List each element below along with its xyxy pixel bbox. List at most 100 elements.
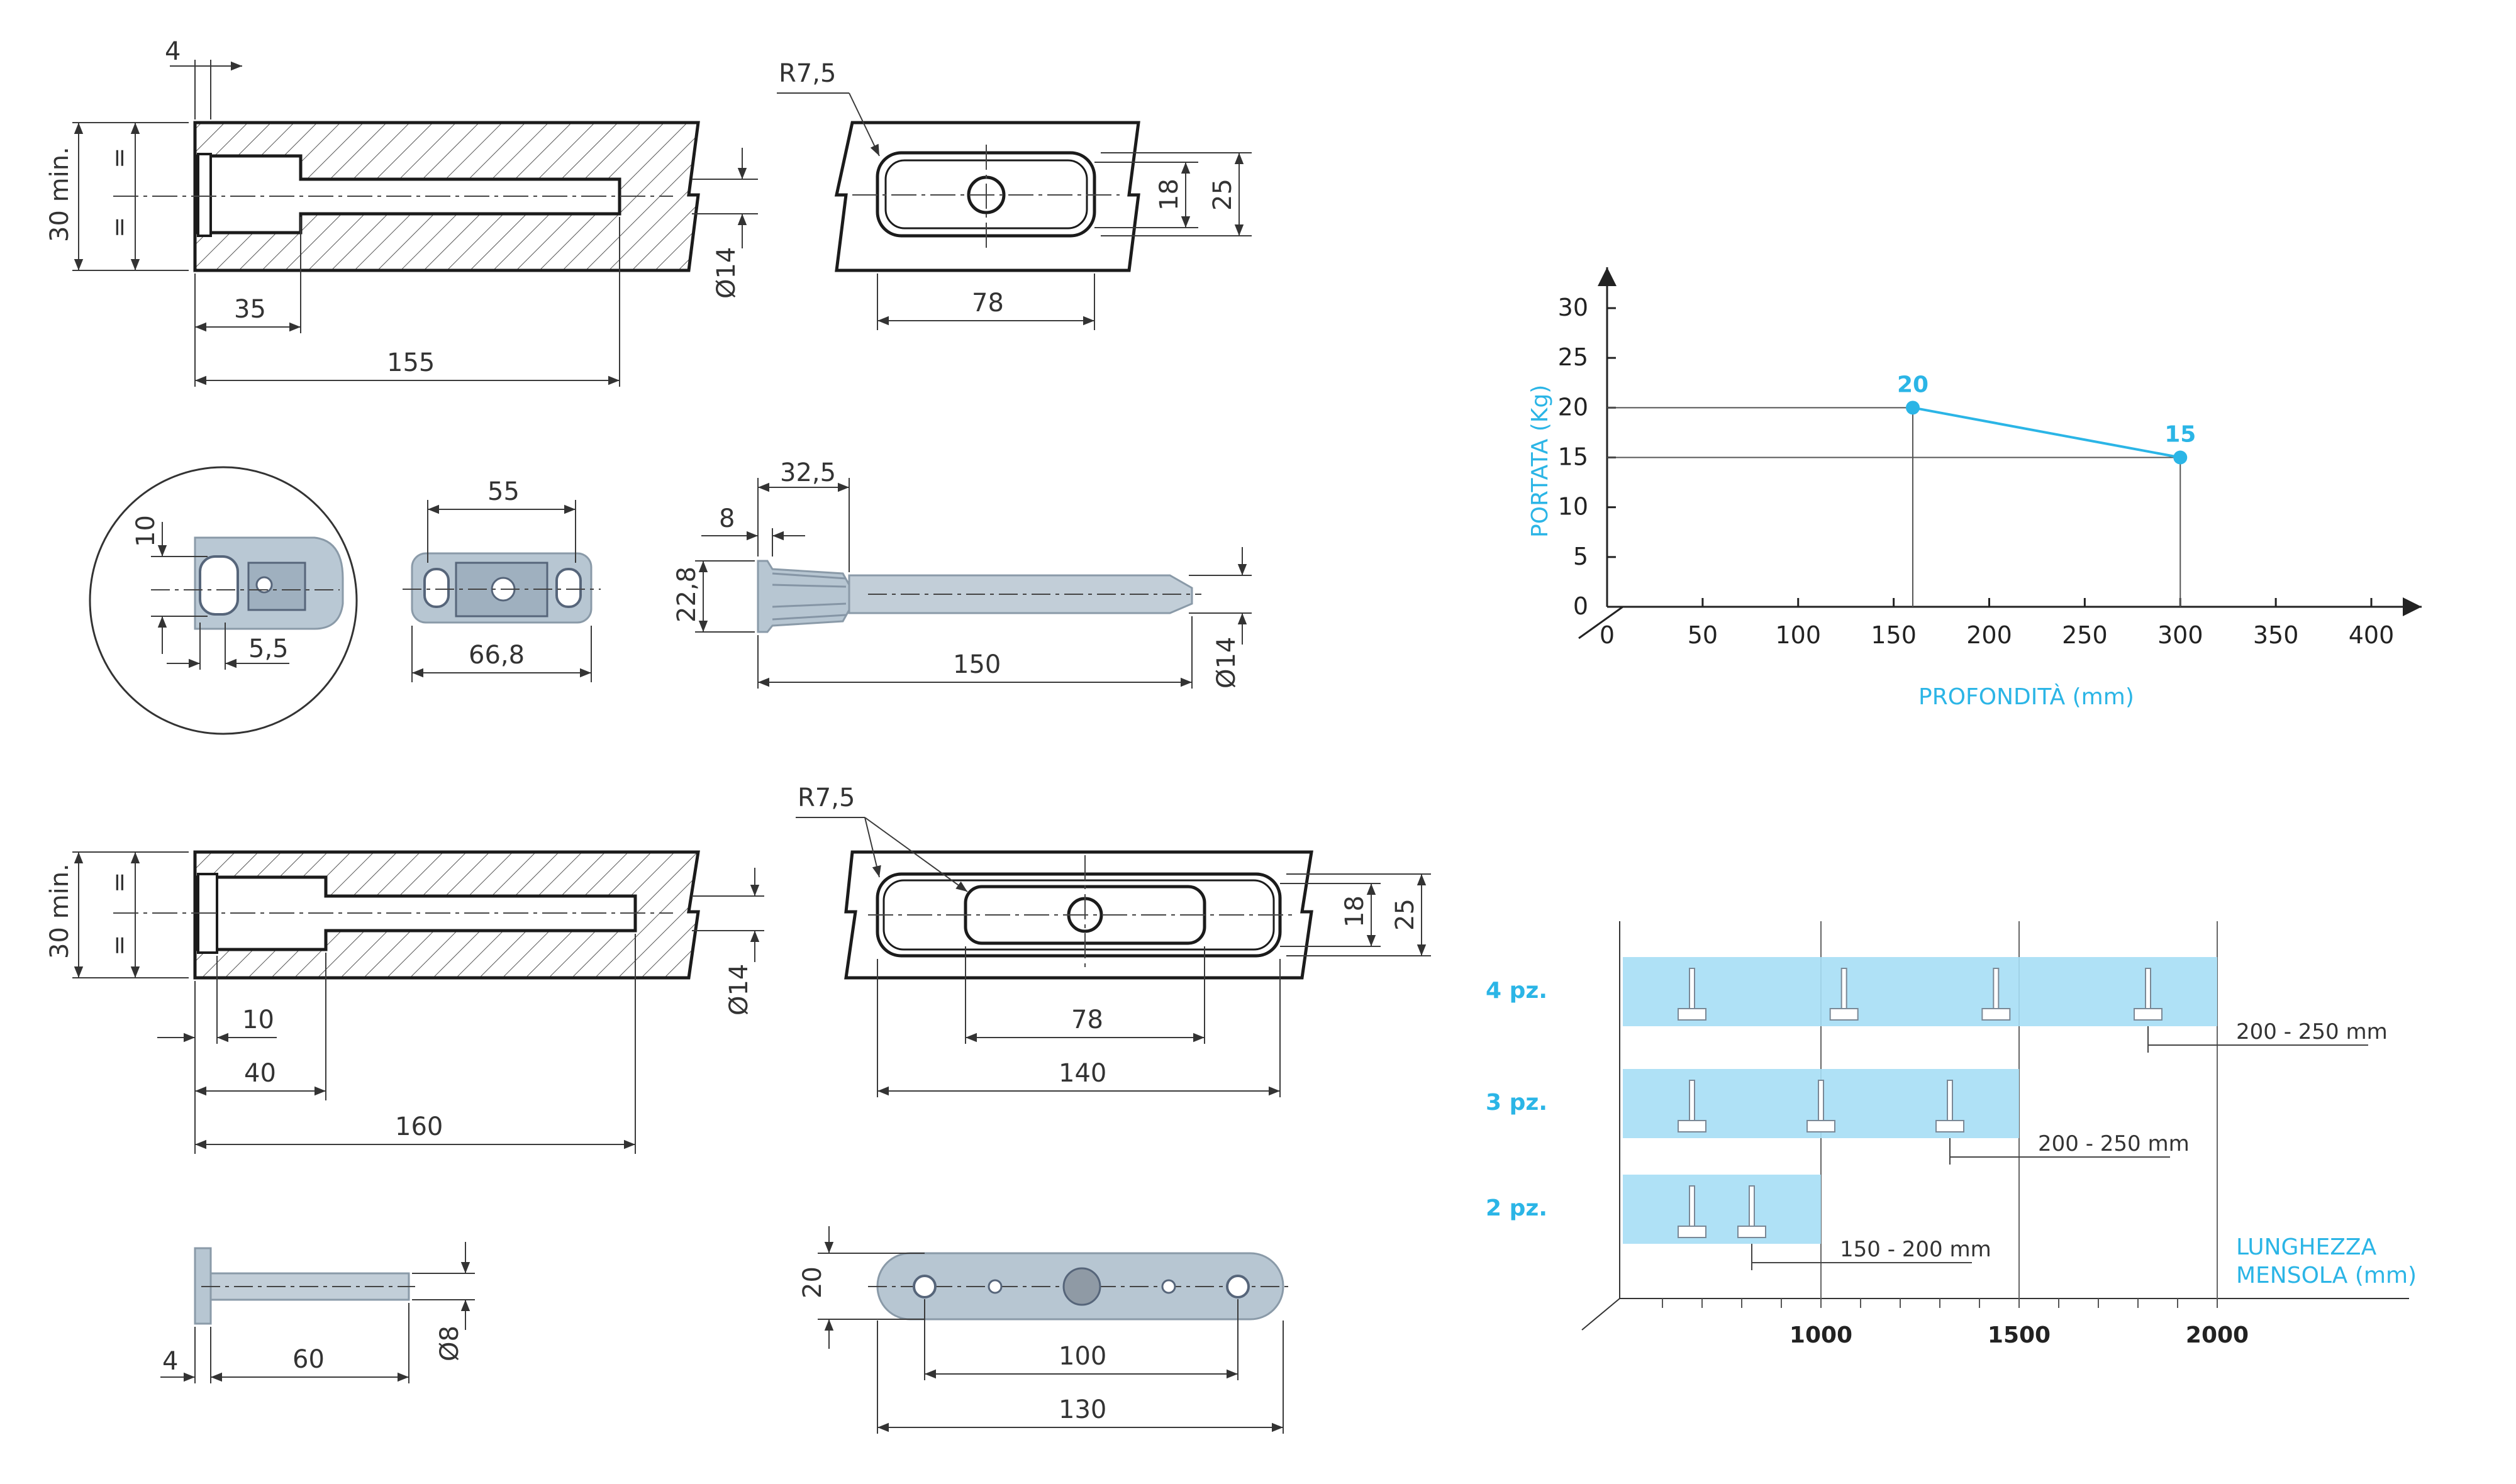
shelf-bracket-base [1678, 1008, 1706, 1021]
x-tick-label: 250 [2062, 621, 2108, 649]
dim-gap-4-b: 4 [162, 1347, 178, 1376]
dim-length-60: 60 [292, 1345, 325, 1374]
y-tick-label: 10 [1558, 493, 1588, 521]
category-label: 2 pz. [1486, 1195, 1547, 1221]
y-tick-label: 30 [1558, 294, 1588, 321]
drawing-plate: 20 100 130 [798, 1226, 1293, 1434]
dim-w-5-5: 5,5 [248, 634, 289, 663]
x-tick-label: 2000 [2186, 1322, 2249, 1348]
load-depth-chart: 0 50 100 150 200 250 300 350 400 0 5 10 15 20 25 30 20… [1527, 267, 2422, 710]
x-tick-label: 100 [1775, 621, 1821, 649]
dim-equal-top: = [105, 147, 134, 169]
x-tick-label: 50 [1688, 621, 1718, 649]
drawing-bracket-top: 55 66,8 [403, 477, 601, 682]
spacing-label: 200 - 250 mm [2038, 1131, 2190, 1156]
x-tick-label: 200 [1966, 621, 2012, 649]
dim-outer-130: 130 [1059, 1395, 1106, 1424]
drawing-slot-78: R7,5 78 18 25 [777, 59, 1252, 330]
dim-equal-top-b: = [105, 872, 134, 893]
dim-diameter-14-dowel: Ø14 [1212, 637, 1241, 689]
dim-a-32-5: 32,5 [780, 458, 836, 487]
shelf-bracket-base [1678, 1120, 1706, 1132]
shelf-bracket-base [1806, 1120, 1835, 1132]
dim-radius-7-5-b: R7,5 [798, 784, 855, 812]
shelf-bracket-pin [2145, 968, 2151, 1009]
shelf-bracket-pin [1947, 1080, 1953, 1121]
series-line [1912, 406, 2181, 459]
drawing-pin: 4 60 Ø8 [160, 1242, 475, 1383]
shelf-bracket-base [1981, 1008, 2011, 1021]
y-tick-label: 0 [1573, 592, 1588, 620]
dim-diameter-8: Ø8 [435, 1326, 464, 1361]
dim-b-8: 8 [719, 504, 735, 533]
x-tick-label: 150 [1871, 621, 1917, 649]
drawing-slot-140: R7,5 78 140 18 25 [796, 784, 1431, 1097]
drawing-section-160: 30 min. = = 10 40 160 Ø14 [45, 850, 764, 1154]
dim-inner-78: 78 [1071, 1005, 1103, 1034]
shelf-bracket-base [1678, 1226, 1706, 1238]
x-axis-title-1: LUNGHEZZA [2236, 1234, 2377, 1260]
dim-height-18-b: 18 [1340, 895, 1369, 928]
dim-length-155: 155 [387, 348, 435, 377]
dim-h-22-8: 22,8 [672, 567, 701, 623]
dim-top-55: 55 [487, 477, 520, 506]
category-label: 4 pz. [1486, 978, 1547, 1004]
data-label: 15 [2164, 422, 2196, 448]
dim-mid-40: 40 [244, 1059, 276, 1088]
dim-radius-7-5: R7,5 [779, 59, 836, 88]
dim-head-10: 10 [242, 1005, 274, 1034]
x-tick-label: 300 [2157, 621, 2203, 649]
dim-height-25-b: 25 [1391, 899, 1420, 931]
shelf-length-chart: 200 - 250 mm 200 - 250 mm 150 - 200 mm 4 p… [1486, 921, 2417, 1348]
data-label: 20 [1897, 372, 1929, 397]
dim-outer-140: 140 [1059, 1059, 1106, 1088]
dim-diameter-14: Ø14 [712, 247, 741, 299]
dim-height-25: 25 [1208, 179, 1237, 211]
shelf-bracket-pin [1689, 1080, 1695, 1121]
dim-width-78: 78 [972, 289, 1004, 318]
length-bar [1623, 957, 2217, 1026]
x-axis [1578, 606, 1623, 640]
shelf-bracket-base [1737, 1226, 1766, 1238]
shelf-bracket-pin [1840, 968, 1847, 1009]
length-bar [1623, 1175, 1821, 1244]
y-tick-label: 5 [1573, 543, 1588, 570]
dim-gap-4: 4 [165, 37, 181, 66]
shelf-bracket-pin [1749, 1185, 1755, 1227]
dim-length-150: 150 [953, 650, 1001, 679]
spacing-label: 200 - 250 mm [2236, 1019, 2388, 1044]
dim-length-160: 160 [395, 1112, 443, 1141]
dim-height-30-min-b: 30 min. [45, 863, 74, 959]
dim-equal-bottom: = [105, 216, 134, 238]
y-tick-label: 20 [1558, 393, 1588, 421]
y-tick-label: 15 [1558, 443, 1588, 471]
drawing-section-155: 4 30 min. = = 35 155 Ø14 [45, 37, 758, 387]
shelf-bracket-base [1829, 1008, 1859, 1021]
dim-equal-bottom-b: = [105, 934, 134, 956]
x-tick-label: 1500 [1988, 1322, 2051, 1348]
category-label: 3 pz. [1486, 1090, 1547, 1116]
shelf-bracket-pin [1993, 968, 2000, 1009]
x-tick-label: 0 [1600, 621, 1615, 649]
dim-h-10: 10 [131, 515, 160, 547]
shelf-bracket-pin [1689, 968, 1695, 1009]
x-axis-title: PROFONDITÀ (mm) [1918, 684, 2134, 710]
x-tick-label: 400 [2349, 621, 2395, 649]
x-axis-title-2: MENSOLA (mm) [2236, 1263, 2417, 1288]
dim-bottom-66-8: 66,8 [469, 641, 525, 670]
y-axis-title: PORTATA (Kg) [1527, 385, 1553, 538]
y-tick-label: 25 [1558, 343, 1588, 371]
data-point [1906, 401, 1920, 415]
data-point [2173, 450, 2188, 465]
shelf-bracket-base [2134, 1008, 2163, 1021]
spacing-label: 150 - 200 mm [1840, 1237, 1991, 1262]
dim-height-30-min: 30 min. [45, 147, 74, 242]
dim-diameter-14-b: Ø14 [725, 964, 754, 1016]
dim-inner-100: 100 [1059, 1342, 1106, 1371]
shelf-bracket-base [1935, 1120, 1964, 1132]
x-tick-label: 1000 [1790, 1322, 1852, 1348]
depth-edge [1581, 1298, 1620, 1331]
x-tick-label: 350 [2253, 621, 2299, 649]
shelf-bracket-pin [1818, 1080, 1824, 1121]
dim-head-35: 35 [234, 295, 266, 324]
